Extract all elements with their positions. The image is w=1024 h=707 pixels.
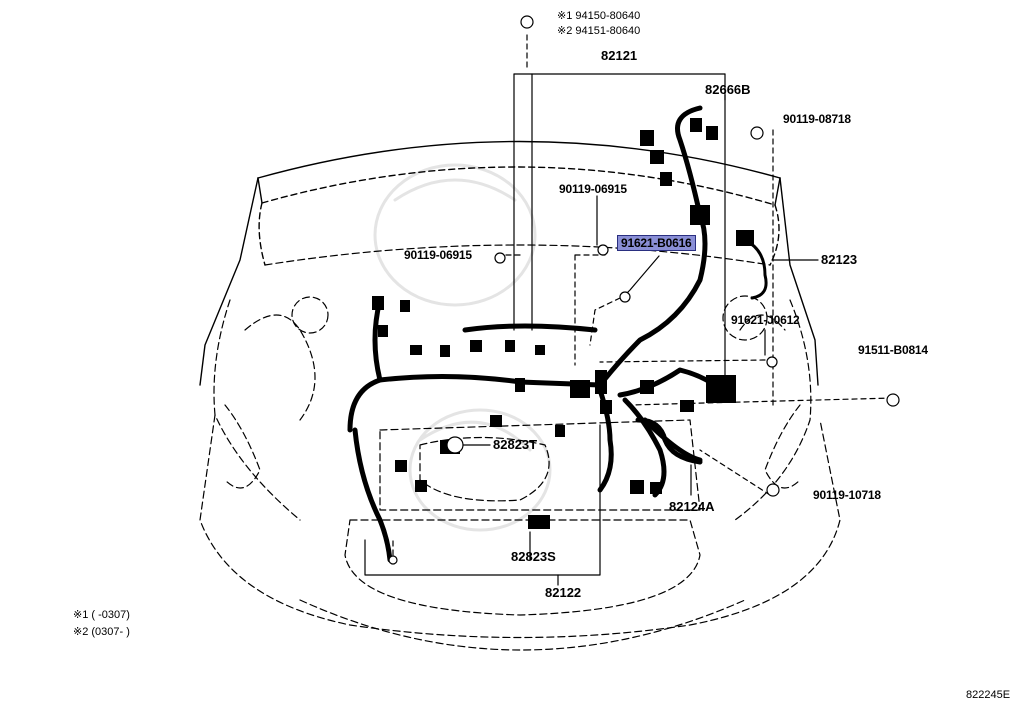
- part-94150-80640[interactable]: ※1 94150-80640: [557, 10, 641, 22]
- part-82666b[interactable]: 82666B: [705, 82, 751, 97]
- part-82123[interactable]: 82123: [821, 252, 858, 267]
- part-91621-j0612[interactable]: 91621-J0612: [731, 313, 800, 327]
- harness-connectors: [372, 118, 754, 529]
- part-94151-80640[interactable]: ※2 94151-80640: [557, 25, 641, 37]
- battery-cable: [743, 238, 768, 300]
- footnote-1: ※1 ( -0307): [73, 609, 130, 621]
- part-82124a[interactable]: 82124A: [669, 499, 715, 514]
- diagram-reference-code: 822245E: [966, 689, 1011, 701]
- ground-cable: [635, 417, 703, 465]
- part-91511-b0814[interactable]: 91511-B0814: [858, 343, 928, 357]
- part-82823s[interactable]: 82823S: [511, 549, 556, 564]
- part-82823t[interactable]: 82823T: [493, 437, 538, 452]
- footnote-2: ※2 (0307- ): [73, 626, 130, 638]
- part-82121[interactable]: 82121: [601, 48, 638, 63]
- part-90119-06915-upper[interactable]: 90119-06915: [559, 182, 627, 196]
- body-dashed-outline: [199, 244, 841, 651]
- watermark-logo: [373, 163, 552, 532]
- part-90119-08718[interactable]: 90119-08718: [783, 112, 851, 126]
- part-90119-06915-left[interactable]: 90119-06915: [404, 248, 472, 262]
- part-82122[interactable]: 82122: [545, 585, 582, 600]
- part-90119-10718[interactable]: 90119-10718: [813, 488, 881, 502]
- fasteners: [388, 15, 900, 565]
- hood-outline: [199, 140, 819, 386]
- part-91621-b0616-highlighted[interactable]: 91621-B0616: [617, 235, 696, 251]
- leader-lines: [364, 73, 819, 586]
